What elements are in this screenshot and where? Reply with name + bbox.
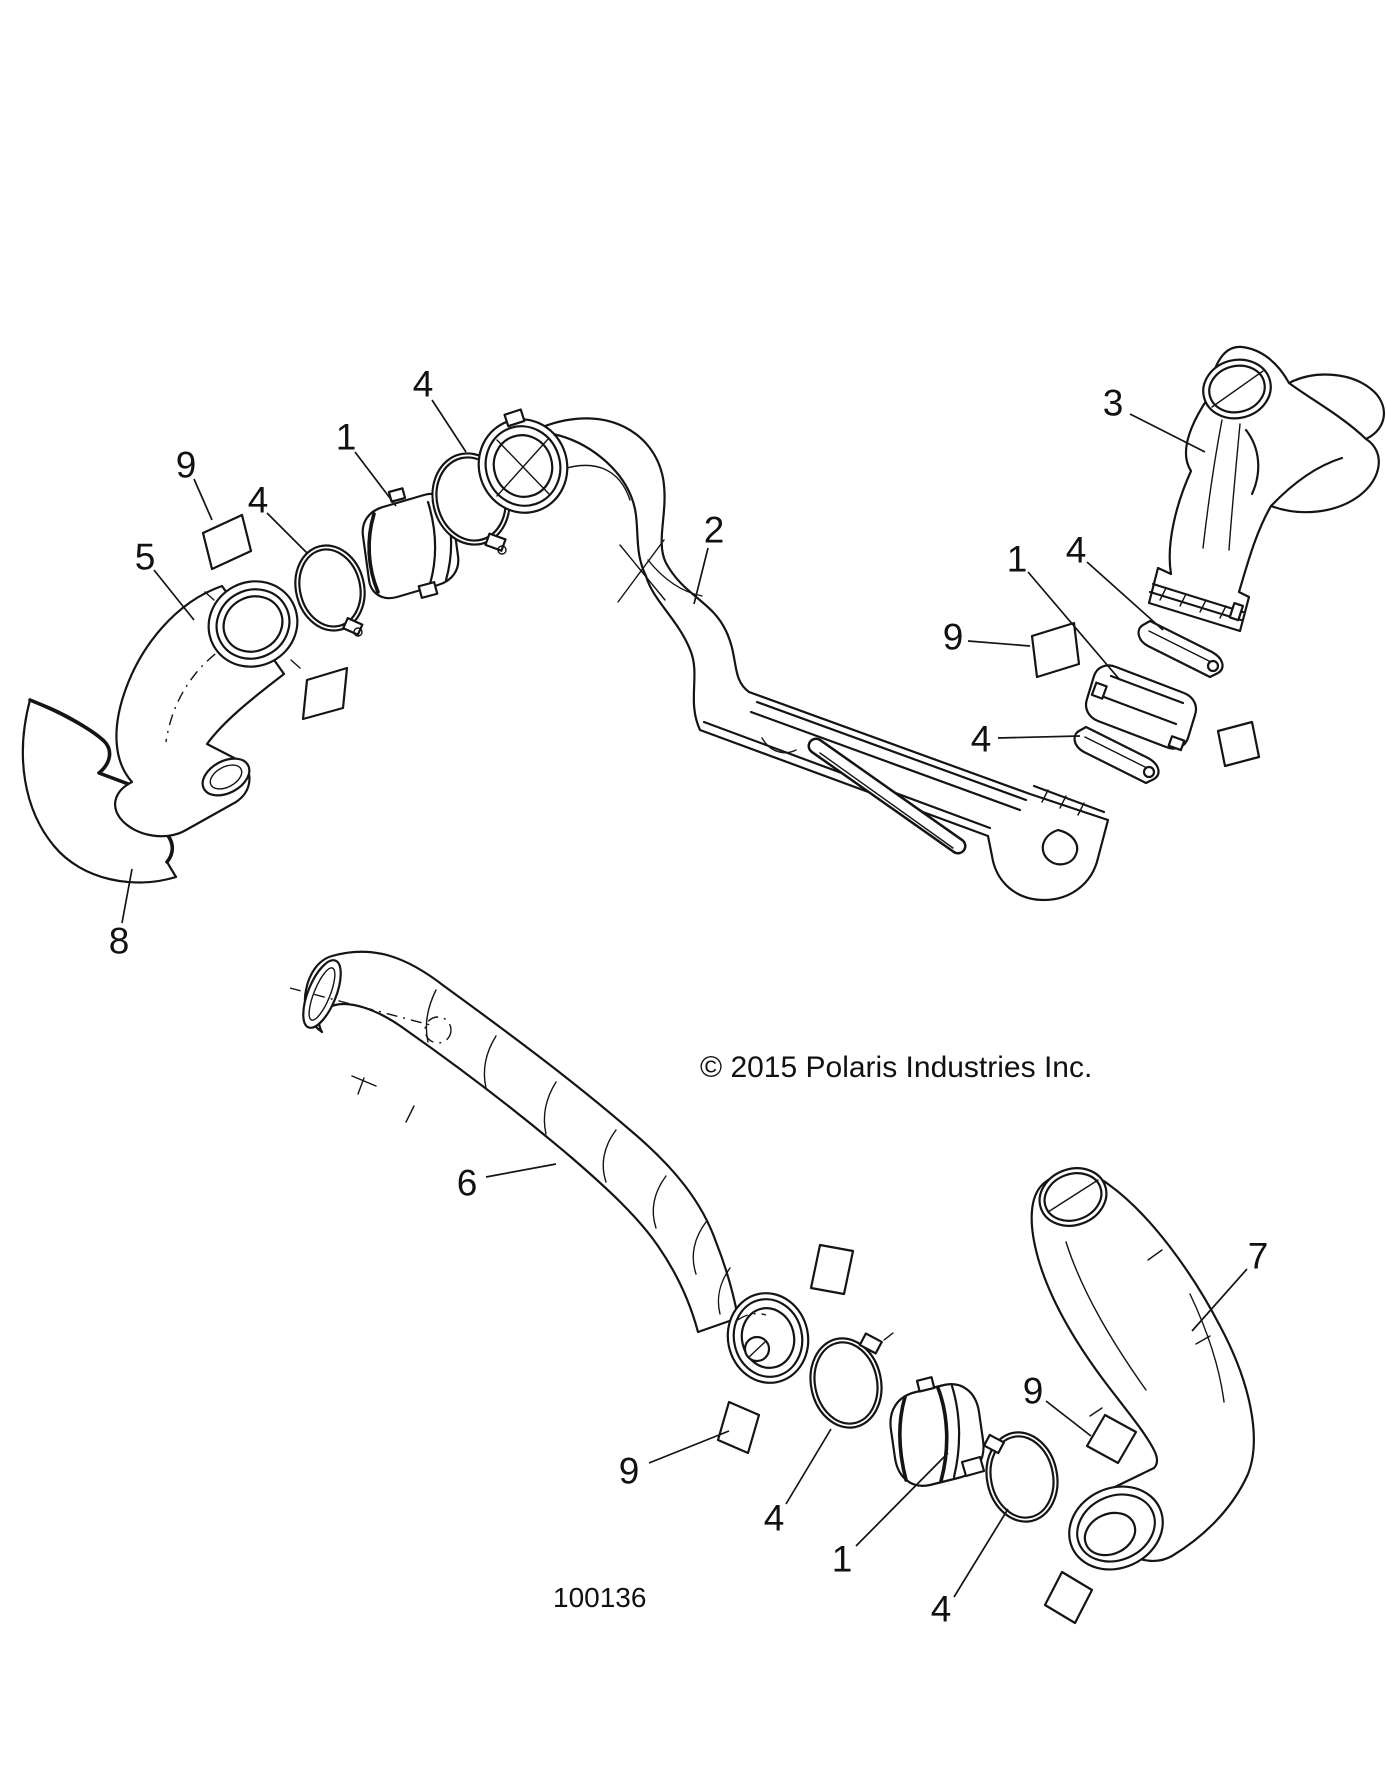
callout-leader-5	[153, 569, 195, 621]
clamp-screw	[858, 1332, 883, 1355]
callout-leader-1	[354, 451, 397, 507]
callout-label-8: 8	[109, 921, 130, 962]
callout-leader-9	[193, 478, 213, 521]
callout-label-1: 1	[832, 1539, 853, 1580]
callout-label-5: 5	[135, 537, 156, 578]
callout-leader-4	[1086, 561, 1164, 631]
callout-label-6: 6	[457, 1163, 478, 1204]
callout-label-1: 1	[1007, 539, 1028, 580]
callout-leader-1	[855, 1452, 949, 1547]
part-4-clamp-bottom-right	[983, 1431, 1059, 1523]
callout-leader-8	[121, 868, 133, 924]
hose6-open-end	[302, 959, 342, 1029]
part-6-corrugated-hose	[289, 950, 810, 1384]
part-1-coupler-right	[1084, 664, 1198, 752]
coupler-tab	[960, 1455, 986, 1478]
part-3-outlet-duct	[1147, 345, 1385, 633]
decal-square-upper-left	[201, 513, 253, 571]
decal-square-right	[1030, 621, 1081, 679]
part-5-duct-front	[114, 580, 301, 838]
callout-label-4: 4	[931, 1589, 952, 1630]
part-4-clamp-lower-right	[1073, 725, 1160, 785]
callout-label-1: 1	[336, 417, 357, 458]
callout-label-3: 3	[1103, 383, 1124, 424]
copyright-text: © 2015 Polaris Industries Inc.	[700, 1051, 1092, 1084]
clamp-screw	[1142, 765, 1156, 779]
callout-leader-9	[967, 640, 1031, 647]
callout-leader-4	[997, 735, 1081, 739]
clamp-screw	[484, 532, 507, 552]
callout-leader-3	[1129, 413, 1206, 453]
callout-leader-7	[1191, 1268, 1248, 1332]
callout-label-9: 9	[943, 617, 964, 658]
callout-leader-4	[431, 399, 467, 453]
part-2-main-duct	[477, 408, 1110, 902]
duct7-bell-end	[1068, 1485, 1164, 1571]
coupler-tab	[417, 581, 439, 599]
clamp-screw	[503, 408, 526, 428]
callout-leader-9	[648, 1430, 730, 1464]
callout-label-4: 4	[413, 364, 434, 405]
callout-label-9: 9	[619, 1451, 640, 1492]
part-4-clamp-upper-right	[1137, 619, 1224, 679]
callout-leader-4	[953, 1508, 1009, 1598]
duct7-inlet-opening	[1038, 1167, 1108, 1227]
coupler-tab	[1167, 735, 1186, 752]
decal-square	[1216, 720, 1261, 768]
coupler-tab	[1090, 681, 1108, 700]
clamp-screw	[915, 1376, 936, 1393]
clamp-screw	[1228, 602, 1245, 622]
callout-leader-4	[785, 1428, 832, 1505]
clamp-screw	[342, 617, 364, 636]
callout-label-4: 4	[248, 480, 269, 521]
part-4-clamp-lower-left	[294, 544, 366, 637]
clamp-screw	[387, 487, 407, 503]
callout-label-4: 4	[1066, 530, 1087, 571]
part-4-clamp-bottom-left	[809, 1332, 894, 1429]
part-1-coupler-bottom	[889, 1376, 986, 1487]
callout-label-9: 9	[1023, 1371, 1044, 1412]
callout-label-2: 2	[704, 510, 725, 551]
clamp-screw	[983, 1433, 1005, 1455]
decal-square-bottom-left	[716, 1400, 761, 1455]
callout-label-4: 4	[764, 1498, 785, 1539]
part-7-rear-duct	[1030, 1167, 1255, 1571]
decal-square	[301, 666, 349, 721]
callout-leader-1	[1027, 571, 1121, 681]
clamp-screw	[1206, 659, 1220, 673]
callout-leader-2	[693, 547, 709, 605]
callout-label-4: 4	[971, 719, 992, 760]
decal-square	[1043, 1570, 1094, 1625]
callout-label-7: 7	[1248, 1236, 1269, 1277]
duct5-outlet-opening	[201, 757, 251, 797]
callout-leader-6	[485, 1163, 557, 1178]
decal-square-bottom-right	[1085, 1413, 1138, 1465]
figure-number: 100136	[553, 1582, 646, 1613]
decal-square	[809, 1243, 855, 1296]
callout-leader-4	[266, 512, 308, 554]
callout-label-9: 9	[176, 445, 197, 486]
callout-leader-9	[1045, 1400, 1092, 1437]
